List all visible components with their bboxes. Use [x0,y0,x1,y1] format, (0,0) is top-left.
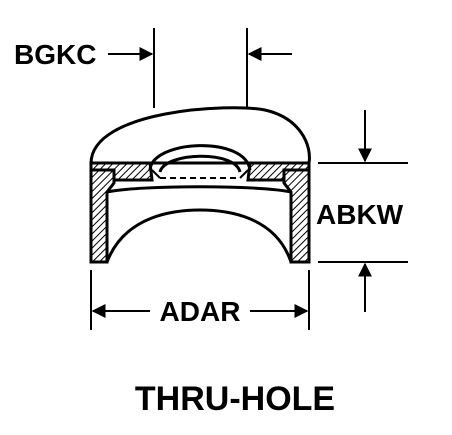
bgkc-label: BGKC [14,39,96,70]
left-wall-section [89,168,116,264]
plug-part [89,106,311,165]
outer-dome [89,106,311,164]
abkw-label: ABKW [316,199,404,230]
adar-dimension [90,270,310,330]
boss-inner-arc [158,154,242,173]
bgkc-dimension [108,28,292,108]
boss-inner-hatch-right [239,169,249,179]
boss-outer-arc [148,144,252,171]
inner-cavity-arch [105,208,293,263]
diagram-caption: THRU-HOLE [135,380,335,418]
center-boss [148,144,252,179]
boss-inner-hatch-left [151,169,161,179]
flange-left-section [89,161,154,182]
right-wall-section [282,168,311,264]
abkw-dimension [318,110,408,312]
flange-right-section [246,161,311,182]
adar-label: ADAR [160,296,241,327]
cavity-ceiling-line [106,185,292,194]
